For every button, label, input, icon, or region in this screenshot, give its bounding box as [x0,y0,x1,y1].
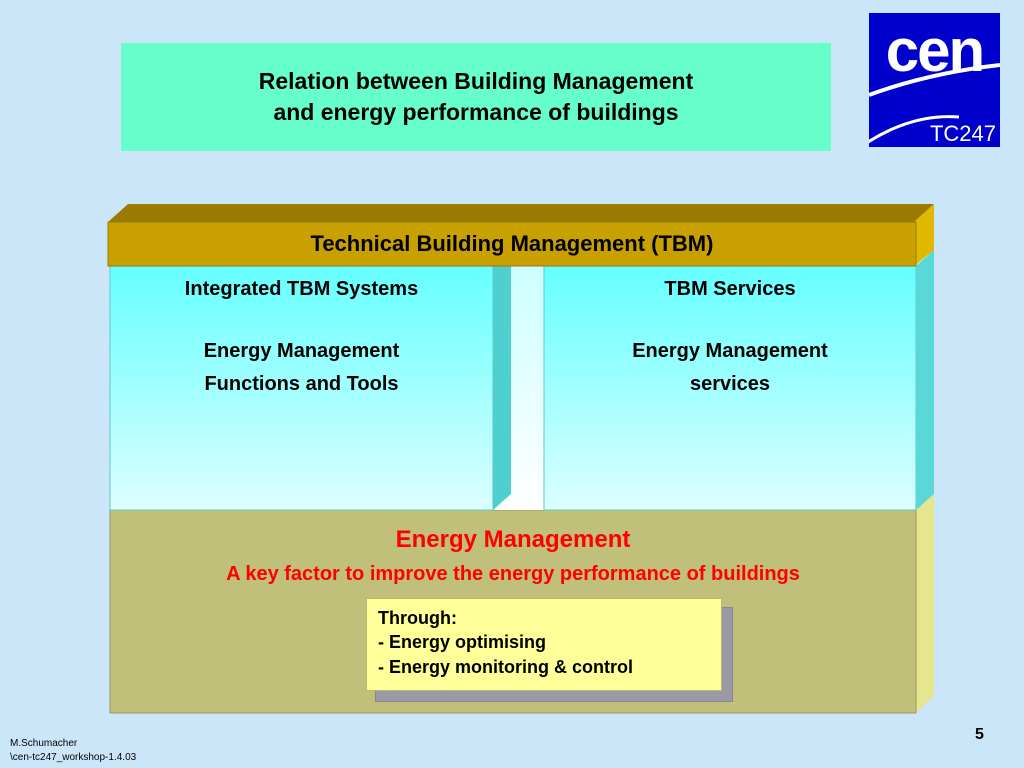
left-column-line1: Energy Management [203,340,400,362]
slide-title-box: Relation between Building Management and… [121,43,831,151]
slide-title-line1: Relation between Building Management [258,67,694,94]
tbm-bar-top [108,204,934,222]
slide-title-line2: and energy performance of buildings [273,99,679,125]
author-name: M.Schumacher [10,738,78,749]
logo-wordmark: cen [885,17,985,84]
energy-management-subtitle: A key factor to improve the energy perfo… [226,563,800,585]
logo-committee: TC247 [929,121,996,146]
through-item: - Energy monitoring & control [378,656,633,677]
left-column-side [493,252,511,510]
right-column-line1: Energy Management [632,340,828,362]
logo-swoosh-icon [869,63,1000,144]
tbm-bar-front [107,221,917,267]
cen-logo: cen TC247 [869,13,1000,147]
page-number: 5 [975,726,984,743]
right-column-heading: TBM Services [664,278,796,300]
integrated-tbm-systems-column: Integrated TBM Systems Energy Management… [110,266,493,508]
left-column-front [109,265,494,511]
right-column-line2: services [689,373,771,395]
through-item: - Energy optimising [378,632,547,653]
base-box-side [916,492,934,713]
left-column-line2: Functions and Tools [204,373,399,395]
energy-management-title: Energy Management [395,526,631,553]
through-heading: Through: [378,608,457,628]
tbm-services-column: TBM Services Energy Management services [544,266,916,508]
footer-author: M.Schumacher \cen-tc247_workshop-1.4.03 [10,737,136,764]
tbm-bar-side [914,204,934,266]
through-note-box: Through: - Energy optimising - Energy mo… [366,598,722,691]
tbm-header: Technical Building Management (TBM) [310,231,714,256]
author-file: \cen-tc247_workshop-1.4.03 [10,751,137,763]
left-column-heading: Integrated TBM Systems [184,278,419,300]
right-column-side [916,250,934,510]
